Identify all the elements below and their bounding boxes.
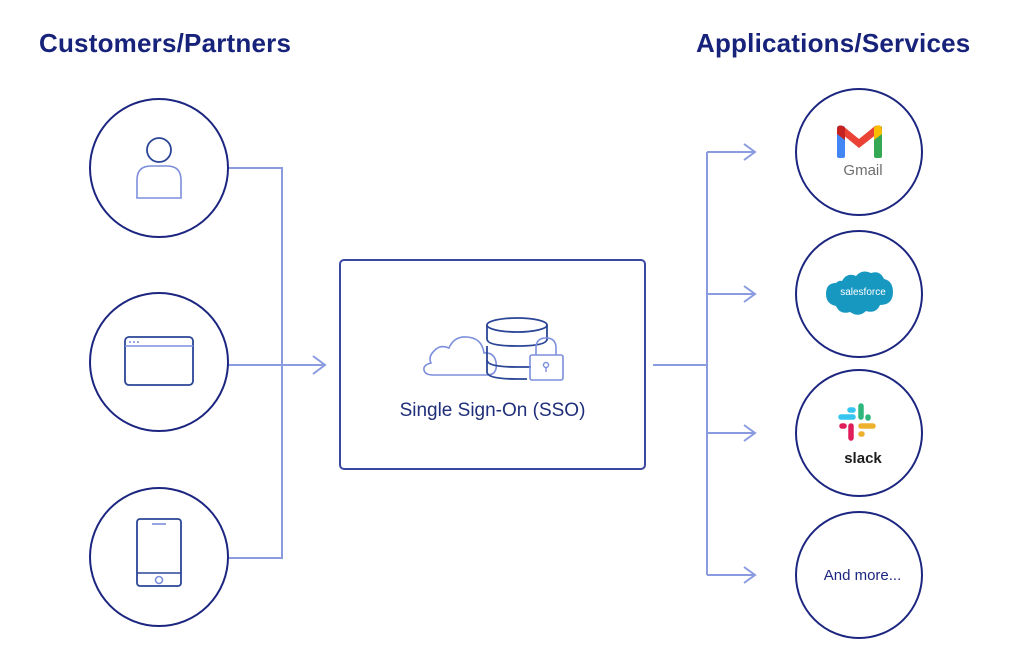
slack-logo-icon: [838, 403, 876, 441]
target-node-more[interactable]: [795, 511, 923, 639]
slack-label: slack: [844, 450, 882, 467]
target-node-salesforce[interactable]: [795, 230, 923, 358]
target-node-gmail[interactable]: [795, 88, 923, 216]
customers-partners-heading: Customers/Partners: [39, 28, 292, 58]
gmail-label: Gmail: [843, 162, 883, 179]
source-node-mobile[interactable]: [89, 487, 229, 627]
sso-label: Single Sign-On (SSO): [399, 400, 586, 421]
mobile-phone-icon: [136, 518, 182, 587]
arrow-head-icon: [312, 355, 327, 375]
user-icon: [136, 137, 182, 199]
source-bracket-line: [228, 167, 283, 559]
arrow-to-gmail-icon: [707, 143, 757, 161]
applications-services-heading: Applications/Services: [696, 28, 971, 58]
arrow-to-salesforce-icon: [707, 285, 757, 303]
and-more-label: And more...: [823, 567, 902, 584]
source-node-browser[interactable]: [89, 292, 229, 432]
source-node-user[interactable]: [89, 98, 229, 238]
sso-hub-box[interactable]: [339, 259, 646, 470]
arrow-to-slack-icon: [707, 424, 757, 442]
gmail-logo-icon: [837, 125, 882, 158]
salesforce-logo-icon: [826, 271, 893, 315]
lock-icon: [529, 337, 564, 381]
cloud-icon: [423, 336, 498, 376]
browser-window-icon: [124, 336, 194, 386]
salesforce-label: salesforce: [840, 287, 886, 298]
target-node-slack[interactable]: [795, 369, 923, 497]
left-connectors: [228, 167, 327, 559]
arrow-to-more-icon: [707, 566, 757, 584]
right-connectors: [653, 143, 757, 584]
